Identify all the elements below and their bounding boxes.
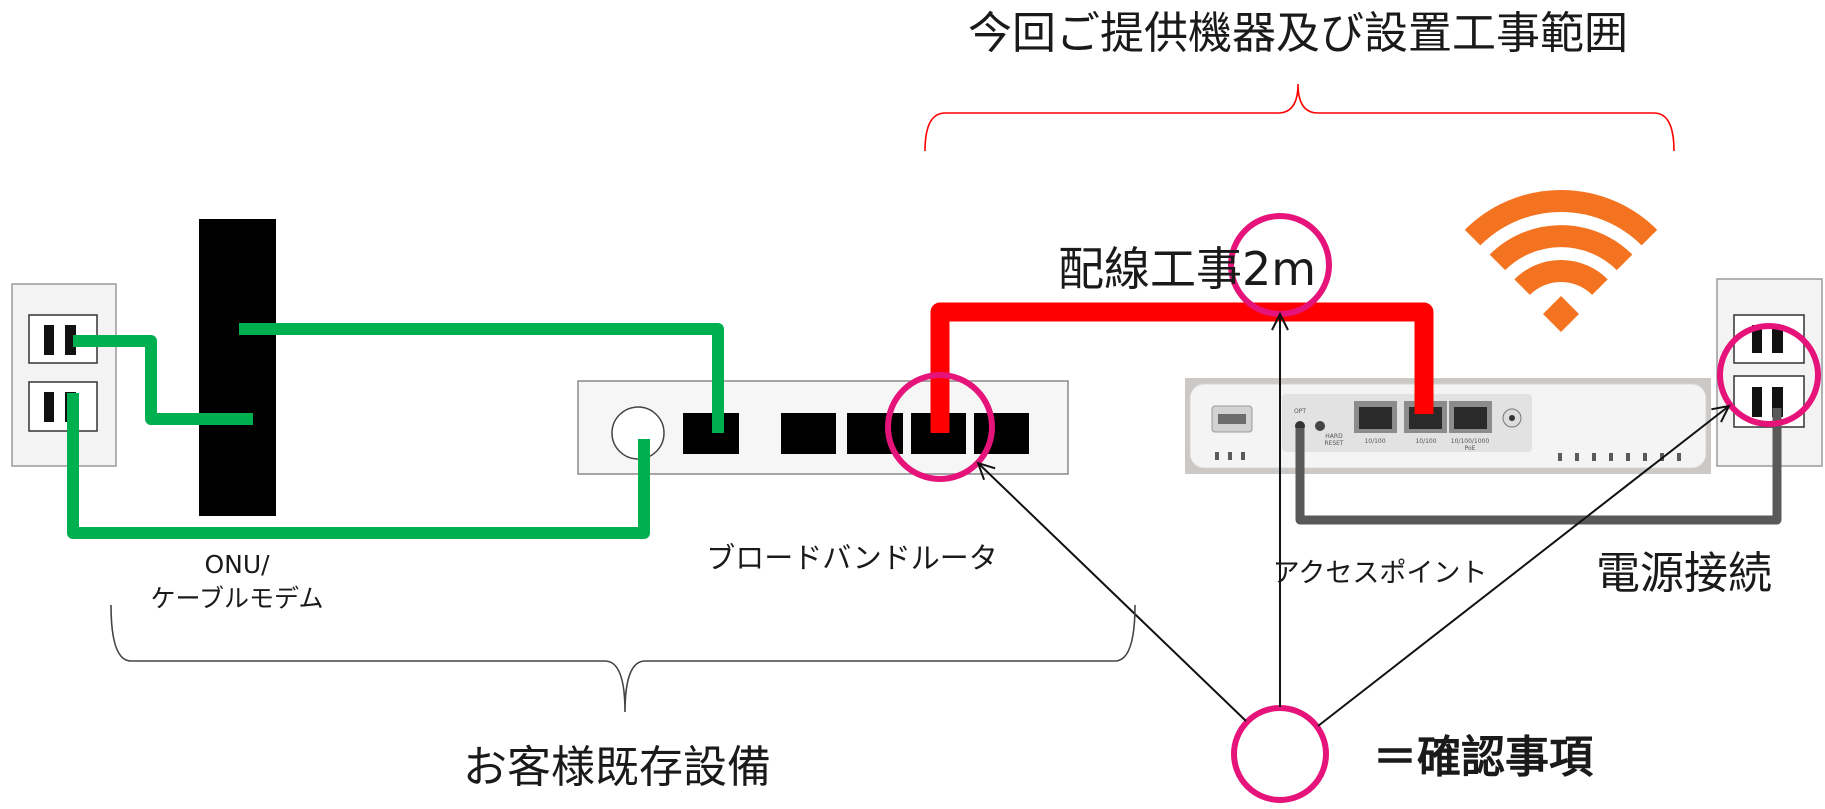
arrow-to-wiring-length: [1271, 311, 1289, 707]
port-3-sublabel: PoE: [1465, 445, 1476, 452]
arrow-to-power-outlet: [1317, 404, 1731, 727]
ethernet-port-3: [1449, 401, 1492, 433]
onu-device: [199, 219, 276, 516]
scope-title: 今回ご提供機器及び設置工事範囲: [968, 8, 1628, 59]
existing-cable-onu-to-router: [239, 323, 724, 433]
hard-reset-button: [1315, 421, 1325, 431]
onu-label-line2: ケーブルモデム: [150, 584, 323, 613]
port-2-label: 10/100: [1415, 438, 1436, 445]
existing-equipment-label: お客様既存設備: [463, 742, 771, 793]
power-cable: [1295, 408, 1782, 525]
outlet-socket-bottom: [28, 381, 98, 432]
usb-port: [1211, 405, 1253, 433]
existing-equipment-brace: [110, 604, 1136, 713]
legend-check-marker: [1231, 705, 1329, 803]
router-wan-port: [683, 413, 739, 454]
router-lan-port-4: [974, 413, 1029, 454]
access-point-label: アクセスポイント: [1273, 558, 1488, 589]
port-1-label: 10/100: [1364, 438, 1385, 445]
check-marker-router-port: [885, 372, 995, 482]
power-connection-label: 電源接続: [1596, 548, 1772, 599]
wifi-arc-outer: [1464, 189, 1658, 246]
arrow-to-router-port: [976, 461, 1247, 722]
wiring-work-label: 配線工事2m: [1058, 242, 1316, 296]
legend-label: ＝確認事項: [1373, 732, 1594, 783]
dc-power-jack: [1502, 408, 1522, 428]
wifi-arc-middle: [1489, 225, 1633, 271]
reset-label: RESET: [1324, 440, 1344, 447]
check-marker-power-outlet: [1717, 323, 1821, 427]
router-label: ブロードバンドルータ: [706, 541, 997, 575]
onu-label-line1: ONU/: [204, 550, 270, 579]
router-lan-port-1: [781, 413, 836, 454]
ethernet-port-1: [1354, 401, 1397, 433]
outlet-socket-top: [1733, 314, 1805, 364]
access-point: OPT HARD RESET 10/100 10/100 10/100/1000…: [1185, 378, 1711, 474]
wifi-icon: [1464, 189, 1658, 332]
wifi-dot: [1543, 296, 1579, 332]
hard-label: HARD: [1325, 433, 1343, 440]
existing-cable-outlet-to-onu: [73, 335, 253, 425]
left-wall-outlet: [11, 283, 117, 467]
provided-scope-brace: [924, 83, 1675, 152]
right-wall-outlet: [1716, 278, 1823, 467]
opt-label: OPT: [1294, 408, 1306, 415]
port-3-label: 10/100/1000: [1451, 438, 1490, 445]
wifi-arc-inner: [1514, 259, 1608, 296]
existing-cable-outlet-to-router-power: [67, 393, 650, 539]
